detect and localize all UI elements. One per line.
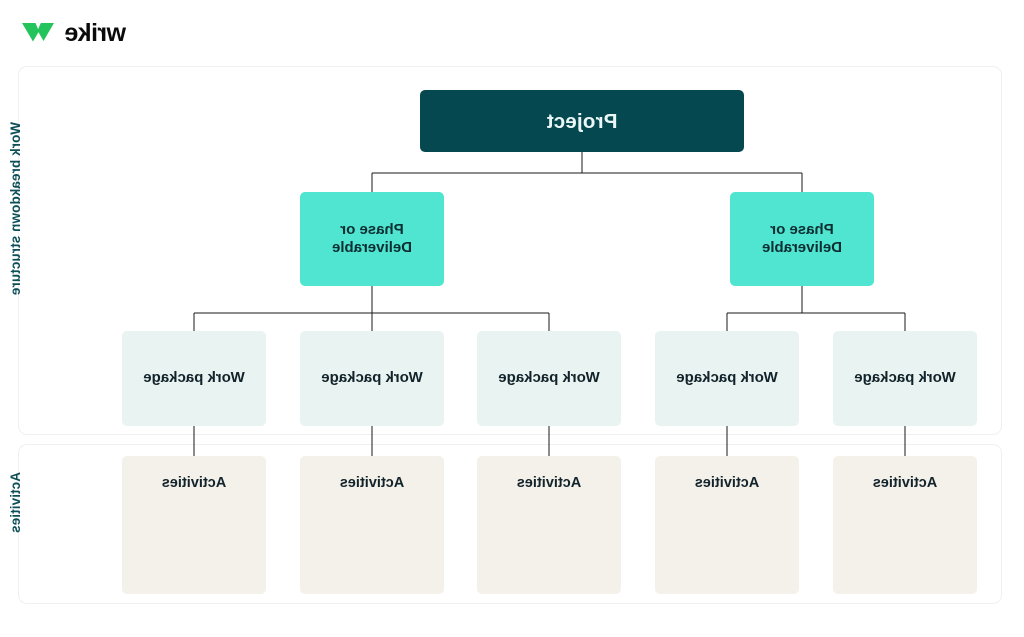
node-work-package-4[interactable]: Work package bbox=[300, 331, 444, 426]
wbs-section-label: Work breakdown structure bbox=[8, 122, 23, 296]
node-activities-5[interactable]: Activities bbox=[122, 456, 266, 594]
node-work-package-5[interactable]: Work package bbox=[122, 331, 266, 426]
wrike-checkmark-logo-icon bbox=[22, 23, 54, 42]
wrike-logo: wrike bbox=[20, 16, 126, 50]
node-activities-3[interactable]: Activities bbox=[477, 456, 621, 594]
node-work-package-1[interactable]: Work package bbox=[833, 331, 977, 426]
node-phase-2[interactable]: Phase or Deliverable bbox=[300, 192, 444, 286]
node-work-package-3[interactable]: Work package bbox=[477, 331, 621, 426]
node-activities-1[interactable]: Activities bbox=[833, 456, 977, 594]
node-work-package-2[interactable]: Work package bbox=[655, 331, 799, 426]
activities-section-label: Activities bbox=[8, 472, 23, 534]
wrike-logo-wordmark: wrike bbox=[65, 18, 126, 47]
node-project[interactable]: Project bbox=[420, 90, 744, 152]
node-activities-4[interactable]: Activities bbox=[300, 456, 444, 594]
node-phase-1[interactable]: Phase or Deliverable bbox=[730, 192, 874, 286]
node-activities-2[interactable]: Activities bbox=[655, 456, 799, 594]
